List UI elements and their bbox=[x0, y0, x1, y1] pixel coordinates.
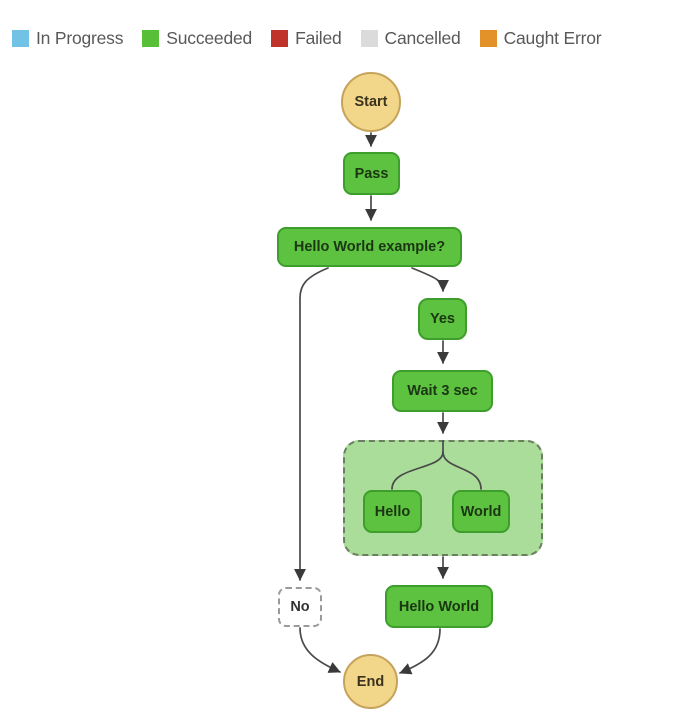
legend-item-cancelled: Cancelled bbox=[360, 28, 461, 49]
cancelled-swatch-icon bbox=[360, 30, 378, 47]
state-node-world[interactable]: World bbox=[452, 490, 510, 533]
status-legend: In Progress Succeeded Failed Cancelled C… bbox=[12, 28, 602, 49]
legend-label: In Progress bbox=[36, 28, 124, 48]
edge-choice-no bbox=[294, 267, 329, 581]
in-progress-swatch-icon bbox=[12, 30, 29, 47]
edge-no-end bbox=[299, 627, 341, 673]
failed-swatch-icon bbox=[271, 30, 289, 47]
legend-label: Succeeded bbox=[166, 28, 253, 48]
state-node-pass[interactable]: Pass bbox=[343, 152, 400, 195]
state-node-end[interactable]: End bbox=[343, 654, 398, 709]
state-node-hello-world[interactable]: Hello World bbox=[385, 585, 493, 628]
state-node-wait-3-sec[interactable]: Wait 3 sec bbox=[392, 370, 493, 412]
choice-node-hello-world-example[interactable]: Hello World example? bbox=[277, 227, 462, 267]
state-node-hello[interactable]: Hello bbox=[363, 490, 422, 533]
legend-label: Failed bbox=[295, 28, 342, 48]
edge-choice-yes bbox=[411, 267, 449, 292]
legend-label: Cancelled bbox=[384, 28, 461, 48]
legend-label: Caught Error bbox=[503, 28, 602, 48]
legend-item-in-progress: In Progress bbox=[12, 28, 123, 49]
legend-item-caught-error: Caught Error bbox=[479, 28, 602, 49]
state-node-yes[interactable]: Yes bbox=[418, 298, 467, 340]
state-node-start[interactable]: Start bbox=[341, 72, 401, 132]
caught-error-swatch-icon bbox=[479, 30, 497, 47]
succeeded-swatch-icon bbox=[142, 30, 160, 47]
legend-item-succeeded: Succeeded bbox=[142, 28, 252, 49]
state-node-no[interactable]: No bbox=[278, 587, 322, 627]
legend-item-failed: Failed bbox=[271, 28, 342, 49]
edge-helloworld-end bbox=[399, 628, 441, 675]
